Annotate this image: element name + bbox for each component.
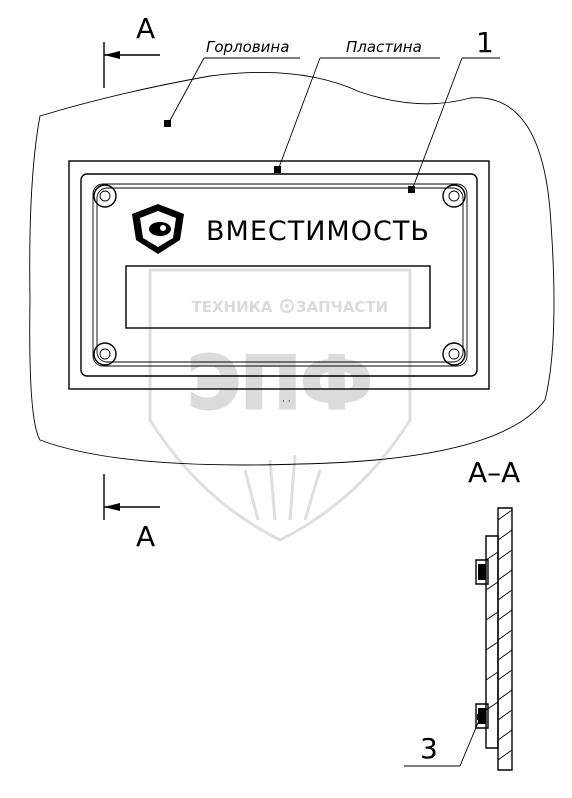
neck-outline [29, 71, 555, 466]
screw-top-left [93, 184, 117, 208]
watermark-shield [148, 268, 412, 542]
leader-item-3: 3 [404, 714, 483, 767]
section-label-top: А [136, 12, 155, 45]
watermark-text-left: ТЕХНИКА [191, 298, 272, 316]
label-gorlovina: Горловина [206, 38, 289, 56]
section-mark-bottom: А [103, 474, 160, 553]
plate-inner-border-2 [96, 187, 464, 363]
screw-top-right [442, 184, 466, 208]
label-plastina: Пластина [346, 38, 422, 56]
leader-gorlovina: Горловина [164, 38, 300, 127]
watermark-big-text: ЭПФ [188, 341, 373, 425]
section-view-a-a: А–А [468, 456, 520, 771]
watermark-text-right: ЗАПЧАСТИ [296, 298, 388, 316]
watermark-wheat-icon [243, 454, 322, 521]
plate-inner-border [92, 183, 468, 367]
section-label-bottom: А [136, 520, 155, 553]
watermark-gear-icon [280, 299, 294, 313]
plate-value-field [125, 265, 431, 329]
watermark: ТЕХНИКА ЗАПЧАСТИ ЭПФ [148, 268, 412, 542]
plate-outer [68, 160, 490, 390]
certification-mark-icon [132, 204, 184, 254]
plate-title: ВМЕСТИМОСТЬ [206, 216, 430, 247]
leader-item-1: 1 [408, 26, 500, 193]
leader-plastina: Пластина [274, 38, 440, 173]
section-mark-top: А [103, 12, 160, 88]
plate-inner [80, 173, 478, 377]
center-mark: · · [282, 397, 291, 407]
screw-bottom-left [93, 342, 117, 366]
section-view-label: А–А [468, 456, 520, 489]
screw-bottom-right [442, 342, 466, 366]
label-item-1: 1 [476, 26, 494, 59]
label-item-3: 3 [420, 732, 438, 765]
